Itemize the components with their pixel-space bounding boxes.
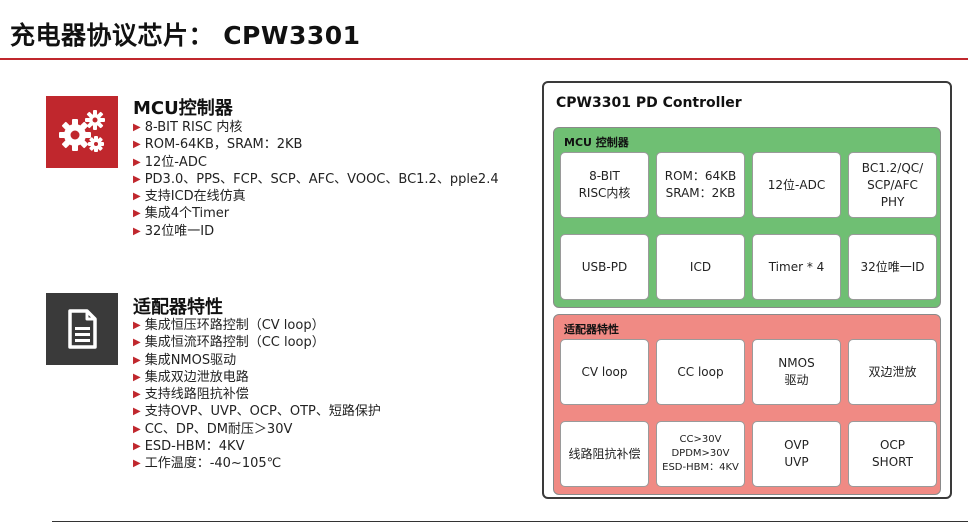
list-item: 32位唯一ID xyxy=(133,224,499,241)
list-item: PD3.0、PPS、FCP、SCP、AFC、VOOC、BC1.2、pple2.4 xyxy=(133,172,499,189)
list-item: 集成恒压环路控制（CV loop） xyxy=(133,318,381,335)
diagram-cell: Timer * 4 xyxy=(752,234,841,300)
mcu-feature-list: 8-BIT RISC 内核 ROM-64KB，SRAM：2KB 12位-ADC … xyxy=(133,120,499,241)
diagram-cell: NMOS 驱动 xyxy=(752,339,841,405)
bottom-divider xyxy=(52,521,968,522)
document-icon xyxy=(46,293,118,365)
adapter-section-title: 适配器特性 xyxy=(133,297,223,318)
diagram-cell: CC loop xyxy=(656,339,745,405)
list-item: 集成恒流环路控制（CC loop） xyxy=(133,335,381,352)
list-item: 集成4个Timer xyxy=(133,206,499,223)
list-item: 支持线路阻抗补偿 xyxy=(133,387,381,404)
diagram-cell: ICD xyxy=(656,234,745,300)
diagram-cell: OCP SHORT xyxy=(848,421,937,487)
list-item: ESD-HBM：4KV xyxy=(133,439,381,456)
list-item: 工作温度：-40~105℃ xyxy=(133,456,381,473)
diagram-cell: 12位-ADC xyxy=(752,152,841,218)
block-diagram: CPW3301 PD Controller MCU 控制器 8-BIT RISC… xyxy=(542,81,952,499)
diagram-cell: 32位唯一ID xyxy=(848,234,937,300)
list-item: ROM-64KB，SRAM：2KB xyxy=(133,137,499,154)
list-item: 集成双边泄放电路 xyxy=(133,370,381,387)
diagram-cell: CC>30V DPDM>30V ESD-HBM：4KV xyxy=(656,421,745,487)
page-title: 充电器协议芯片： CPW3301 xyxy=(10,21,361,50)
list-item: 8-BIT RISC 内核 xyxy=(133,120,499,137)
list-item: CC、DP、DM耐压＞30V xyxy=(133,422,381,439)
list-item: 12位-ADC xyxy=(133,155,499,172)
diagram-cell: 双边泄放 xyxy=(848,339,937,405)
mcu-section-title: MCU控制器 xyxy=(133,98,233,119)
list-item: 支持OVP、UVP、OCP、OTP、短路保护 xyxy=(133,404,381,421)
diagram-cell: USB-PD xyxy=(560,234,649,300)
diagram-cell: 线路阻抗补偿 xyxy=(560,421,649,487)
diagram-cell: 8-BIT RISC内核 xyxy=(560,152,649,218)
mcu-block-group: MCU 控制器 8-BIT RISC内核 ROM：64KB SRAM：2KB 1… xyxy=(553,127,941,308)
adapter-feature-list: 集成恒压环路控制（CV loop） 集成恒流环路控制（CC loop） 集成NM… xyxy=(133,318,381,474)
list-item: 集成NMOS驱动 xyxy=(133,353,381,370)
group-label: MCU 控制器 xyxy=(564,136,629,149)
adapter-block-group: 适配器特性 CV loop CC loop NMOS 驱动 双边泄放 线路阻抗补… xyxy=(553,314,941,495)
list-item: 支持ICD在线仿真 xyxy=(133,189,499,206)
diagram-cell: BC1.2/QC/ SCP/AFC PHY xyxy=(848,152,937,218)
diagram-cell: ROM：64KB SRAM：2KB xyxy=(656,152,745,218)
title-divider xyxy=(0,58,968,60)
group-label: 适配器特性 xyxy=(564,323,619,336)
diagram-title: CPW3301 PD Controller xyxy=(556,95,742,111)
diagram-cell: CV loop xyxy=(560,339,649,405)
diagram-cell: OVP UVP xyxy=(752,421,841,487)
gears-icon xyxy=(46,96,118,168)
